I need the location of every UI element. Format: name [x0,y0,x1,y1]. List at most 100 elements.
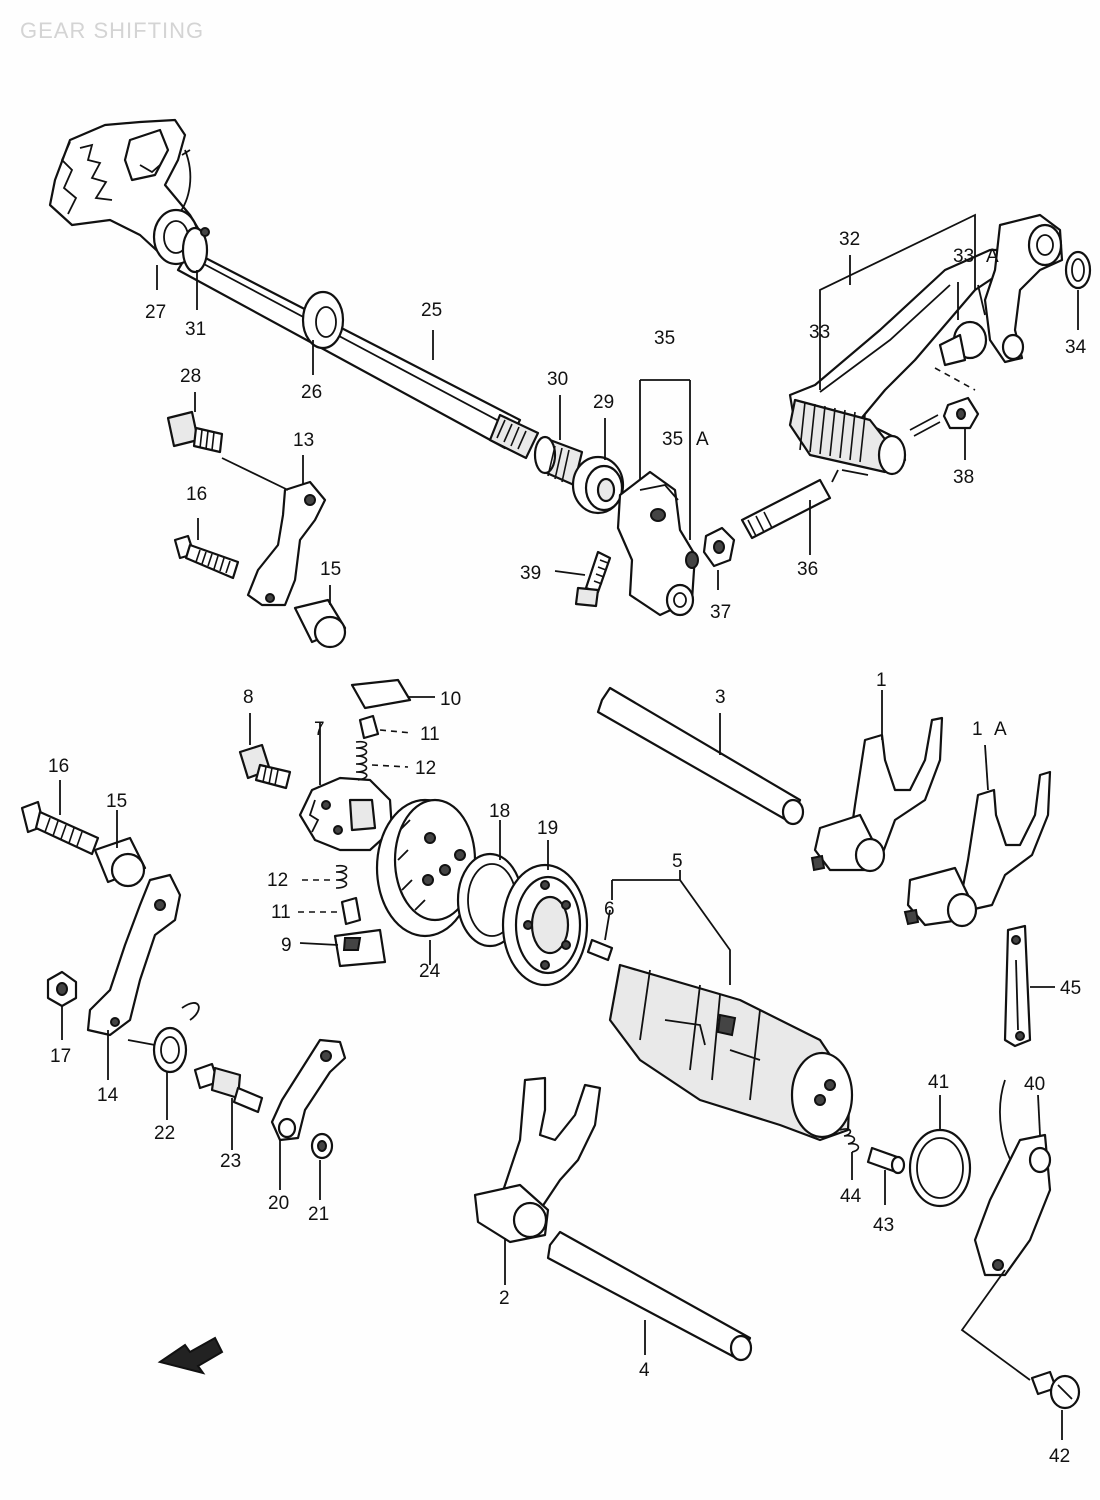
front-arrow-icon [157,1336,224,1375]
label-21: 21 [308,1204,329,1225]
label-14: 14 [97,1085,119,1106]
pin-part-11-bottom [340,896,362,926]
label-7: 7 [314,719,325,740]
label-4: 4 [639,1360,650,1381]
nut-part-38 [909,396,980,437]
ball-bearing-part-19 [501,863,589,987]
label-33a-suffix: A [986,246,999,267]
circlip-part-34 [1064,250,1092,290]
label-26: 26 [301,382,322,403]
nut-part-17 [46,970,78,1008]
label-17: 17 [50,1046,71,1067]
contact-pin-part-43 [866,1146,906,1175]
gearshift-arm-part-14 [86,873,182,1037]
label-16-top: 16 [186,484,207,505]
label-15-top: 15 [320,559,341,580]
label-11-top: 11 [420,724,440,745]
label-11-bottom: 11 [271,902,291,923]
spring-part-44 [839,1128,860,1153]
label-27: 27 [145,302,166,323]
label-45: 45 [1060,978,1081,999]
label-28: 28 [180,366,201,387]
label-1: 1 [876,670,887,691]
bolt-part-16-left [20,800,100,856]
label-15-left: 15 [106,791,127,812]
label-24: 24 [419,961,441,982]
spring-part-12-top [355,740,368,781]
bolt-part-16-top [173,534,240,580]
footpeg-rubber [788,398,907,476]
label-31: 31 [185,319,206,340]
label-18: 18 [489,801,510,822]
label-20: 20 [268,1193,289,1214]
label-8: 8 [243,687,254,708]
label-40: 40 [1024,1074,1045,1095]
label-12-top: 12 [415,758,436,779]
label-38: 38 [953,467,974,488]
label-23: 23 [220,1151,241,1172]
label-10: 10 [440,689,461,710]
o-ring-part-41 [908,1128,972,1208]
label-42: 42 [1049,1446,1070,1467]
screw-part-42 [1030,1370,1081,1410]
label-22: 22 [154,1123,175,1144]
label-25: 25 [421,300,442,321]
lever-arm-part-33a [938,213,1064,367]
label-5: 5 [672,851,683,872]
label-37: 37 [710,602,731,623]
label-32: 32 [839,229,860,250]
label-43: 43 [873,1215,894,1236]
label-35: 35 [654,328,675,349]
diagram-title: GEAR SHIFTING [20,18,205,43]
collar-part-31 [181,226,210,274]
label-39: 39 [520,563,541,584]
nut-part-37 [702,526,736,568]
shift-fork-part-2 [473,1076,602,1244]
washer-part-26 [301,290,345,350]
tie-rod-part-36 [740,469,839,540]
bolt-part-28 [166,410,224,454]
label-19: 19 [537,818,558,839]
cam-driven-gear-part-24 [375,798,477,938]
label-33: 33 [809,322,830,343]
oil-seal-part-29 [571,455,625,515]
label-36: 36 [797,559,818,580]
pin-part-8 [238,743,292,790]
shift-fork-part-1a [903,770,1052,928]
plate-part-45 [1003,924,1032,1048]
label-12-bottom: 12 [267,870,288,891]
label-13: 13 [293,430,314,451]
bolt-part-23 [193,1062,264,1114]
stopper-arm-part-13 [246,480,327,607]
shift-fork-part-1 [810,716,944,873]
label-41: 41 [928,1072,949,1093]
bearing-part-30 [533,435,584,487]
label-9: 9 [281,935,292,956]
spring-part-22 [127,1002,200,1074]
label-29: 29 [593,392,614,413]
label-3: 3 [715,687,726,708]
label-2: 2 [499,1288,510,1309]
label-1a: 1 [972,719,983,740]
label-33a: 33 [953,246,974,267]
pawl-part-10 [350,678,412,710]
label-34: 34 [1065,337,1087,358]
collar-part-15-top [293,598,347,649]
fork-shaft-part-3 [596,686,805,826]
label-16-left: 16 [48,756,69,777]
collar-part-15-left [93,836,147,888]
bolt-part-39 [574,550,612,608]
label-44: 44 [840,1186,862,1207]
label-35a: 35 [662,429,683,450]
leader-lines [59,213,1079,1440]
label-35a-suffix: A [696,429,709,450]
shift-lever-part-35 [616,470,699,617]
washer-part-21 [310,1132,334,1160]
shift-drum-part-5 [608,963,854,1142]
gear-position-switch-part-40 [973,1079,1052,1277]
label-30: 30 [547,369,568,390]
gearshift-shaft-part-25 [176,248,540,460]
label-6: 6 [604,899,615,920]
spring-part-12-bottom [335,864,348,889]
